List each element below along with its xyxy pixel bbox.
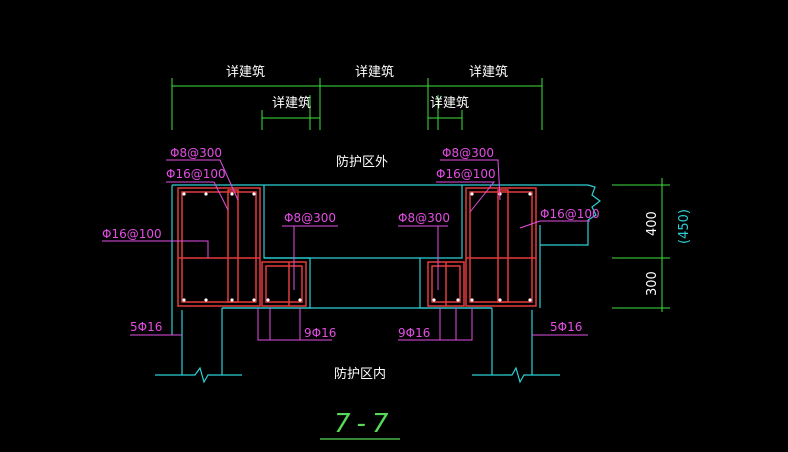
dim-label-sub-right: 详建筑: [430, 95, 469, 111]
rebar-label-right-bottom: 5Φ16: [550, 320, 582, 334]
side-dim-upper: 400: [645, 211, 660, 236]
dim-label-left: 详建筑: [226, 64, 265, 80]
dim-label-right: 详建筑: [469, 64, 508, 80]
zone-outside-label: 防护区外: [336, 154, 388, 170]
side-dimension-lines: [612, 178, 670, 312]
side-dim-upper-alt: (450): [677, 209, 692, 244]
concrete-outline: [155, 184, 601, 384]
rebar-label-left-top2: Φ16@100: [166, 167, 226, 181]
rebar-dots: [182, 192, 532, 302]
top-dimension-lines: [171, 78, 543, 130]
side-dim-lower: 300: [645, 271, 660, 296]
rebar-label-left-top: Φ8@300: [170, 146, 222, 160]
rebar-label-left-inner: Φ8@300: [284, 211, 336, 225]
rebar-label-left-bars: 9Φ16: [304, 326, 336, 340]
dim-label-mid: 详建筑: [355, 64, 394, 80]
dim-label-sub-left: 详建筑: [272, 95, 311, 111]
rebar-label-right-inner: Φ8@300: [398, 211, 450, 225]
rebar-label-right-side: Φ16@100: [540, 207, 600, 221]
rebar-label-left-side: Φ16@100: [102, 227, 162, 241]
zone-inside-label: 防护区内: [334, 366, 386, 382]
leader-lines: [102, 159, 590, 341]
rebar-label-right-top2: Φ16@100: [436, 167, 496, 181]
section-title: 7-7: [334, 409, 394, 439]
rebar-cages: [177, 187, 537, 307]
rebar-label-right-bars: 9Φ16: [398, 326, 430, 340]
rebar-label-left-bottom: 5Φ16: [130, 320, 162, 334]
rebar-label-right-top: Φ8@300: [442, 146, 494, 160]
